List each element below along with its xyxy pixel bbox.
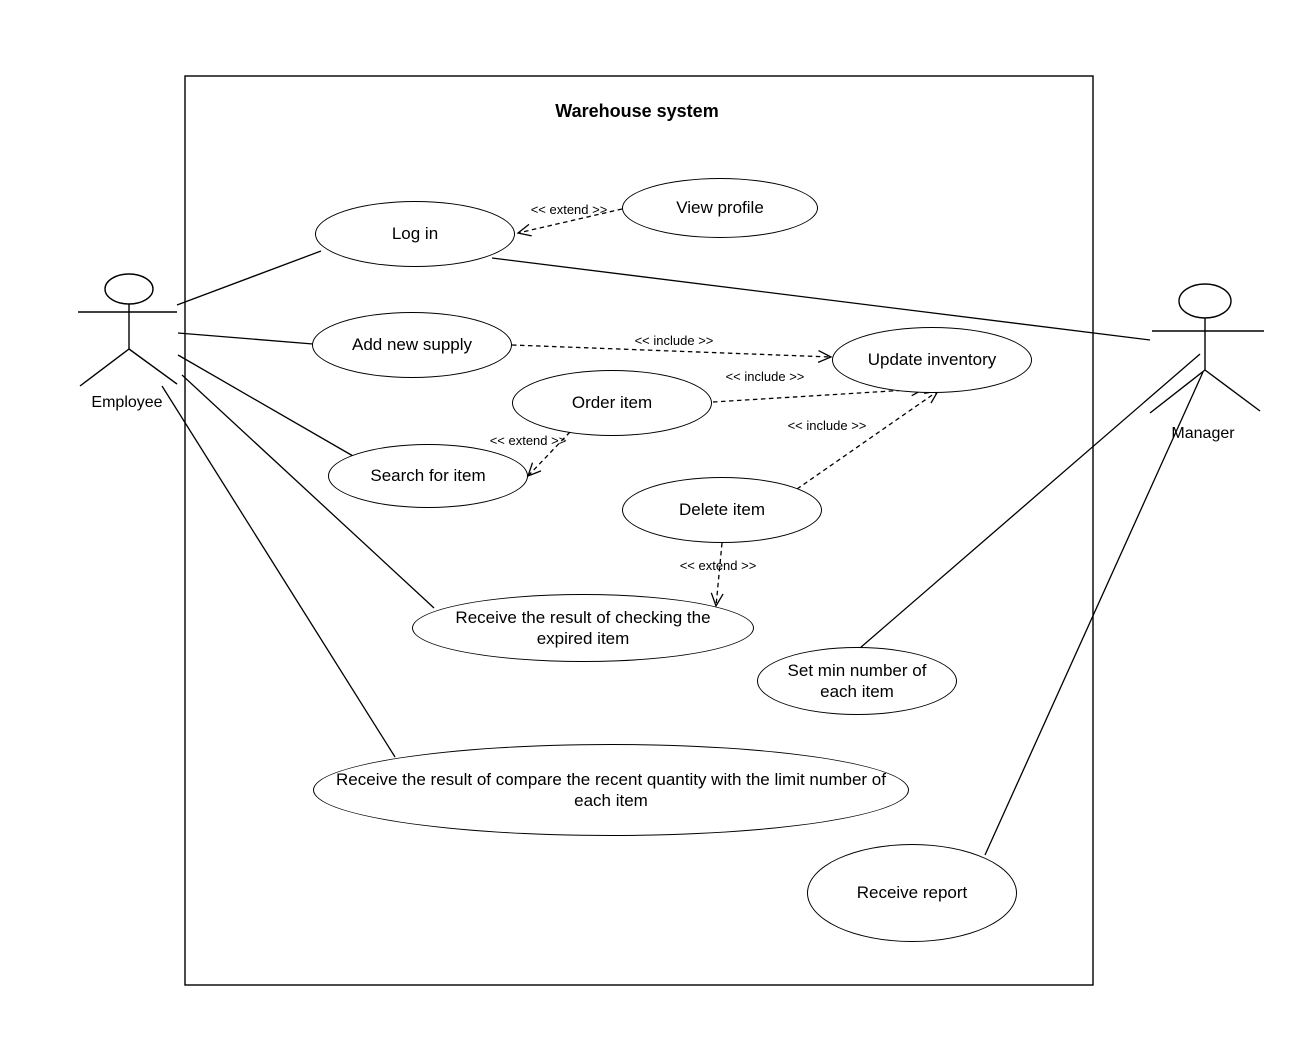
- usecase-receive-compare-result[interactable]: Receive the result of compare the recent…: [313, 744, 909, 836]
- extend-arrow-order-item-search-for-item: [527, 431, 571, 477]
- association-employee-search-for-item: [177, 354, 354, 457]
- include-label-order-item-update-inventory: << include >>: [725, 369, 805, 384]
- association-lines: [161, 250, 1204, 856]
- association-employee-receive-expired-check: [181, 374, 435, 609]
- arrowhead-add-supply-update-inventory: [817, 350, 833, 363]
- usecase-update-inventory-label: Update inventory: [867, 350, 997, 370]
- system-boundary-box: [184, 75, 1094, 986]
- extend-label-delete-item-receive-expired: << extend >>: [679, 558, 757, 573]
- system-title: Warehouse system: [555, 101, 719, 121]
- usecase-log-in-label: Log in: [391, 224, 439, 244]
- usecase-log-in[interactable]: Log in: [315, 201, 515, 267]
- usecase-order-item-label: Order item: [571, 393, 653, 413]
- actor-manager-label: Manager: [1171, 425, 1235, 442]
- association-login-manager: [491, 257, 1151, 341]
- usecase-set-min-number[interactable]: Set min number of each item: [757, 647, 957, 715]
- include-arrow-order-item-update-inventory: [712, 388, 925, 403]
- extend-label-order-item-search-for-item: << extend >>: [489, 433, 567, 448]
- usecase-add-new-supply[interactable]: Add new supply: [312, 312, 512, 378]
- usecase-set-min-number-label: Set min number of each item: [787, 660, 927, 701]
- usecase-view-profile[interactable]: View profile: [622, 178, 818, 238]
- arrowhead-view-profile-login: [516, 223, 532, 237]
- usecase-receive-report-label: Receive report: [856, 883, 968, 903]
- include-label-add-supply-update-inventory: << include >>: [634, 333, 714, 348]
- actor-employee-label: Employee: [91, 394, 163, 411]
- association-manager-set-min-number: [859, 353, 1201, 649]
- actor-manager-figure[interactable]: [1149, 283, 1264, 414]
- include-arrow-delete-item-update-inventory: [796, 390, 939, 490]
- extend-arrow-delete-item-receive-expired: [715, 542, 723, 607]
- usecase-order-item[interactable]: Order item: [512, 370, 712, 436]
- association-employee-receive-compare-result: [161, 385, 396, 758]
- actor-employee-figure[interactable]: [78, 273, 178, 387]
- usecase-receive-expired-check[interactable]: Receive the result of checking the expir…: [412, 594, 754, 662]
- usecase-view-profile-label: View profile: [676, 198, 764, 218]
- manager-right-leg: [1204, 369, 1261, 412]
- association-employee-add-new-supply: [177, 332, 314, 345]
- usecase-search-for-item[interactable]: Search for item: [328, 444, 528, 508]
- usecase-receive-expired-check-label: Receive the result of checking the expir…: [455, 607, 711, 648]
- manager-left-leg: [1149, 369, 1206, 414]
- usecase-add-new-supply-label: Add new supply: [351, 335, 473, 355]
- usecase-search-for-item-label: Search for item: [370, 466, 486, 486]
- usecase-delete-item-label: Delete item: [679, 500, 765, 520]
- include-label-delete-item-update-inventory: << include >>: [787, 418, 867, 433]
- usecase-delete-item[interactable]: Delete item: [622, 477, 822, 543]
- usecase-update-inventory[interactable]: Update inventory: [832, 327, 1032, 393]
- usecase-receive-compare-result-label: Receive the result of compare the recent…: [336, 769, 886, 810]
- employee-left-leg: [79, 348, 130, 387]
- arrowhead-order-item-search-for-item: [526, 462, 542, 478]
- association-employee-login: [176, 250, 322, 306]
- employee-right-leg: [128, 348, 178, 385]
- extend-label-view-profile-login: << extend >>: [530, 202, 608, 217]
- usecase-receive-report[interactable]: Receive report: [807, 844, 1017, 942]
- include-arrow-add-supply-update-inventory: [511, 344, 832, 358]
- extend-arrow-view-profile-login: [517, 208, 623, 234]
- association-manager-receive-report: [984, 371, 1204, 856]
- manager-head: [1178, 283, 1232, 319]
- employee-head: [104, 273, 154, 305]
